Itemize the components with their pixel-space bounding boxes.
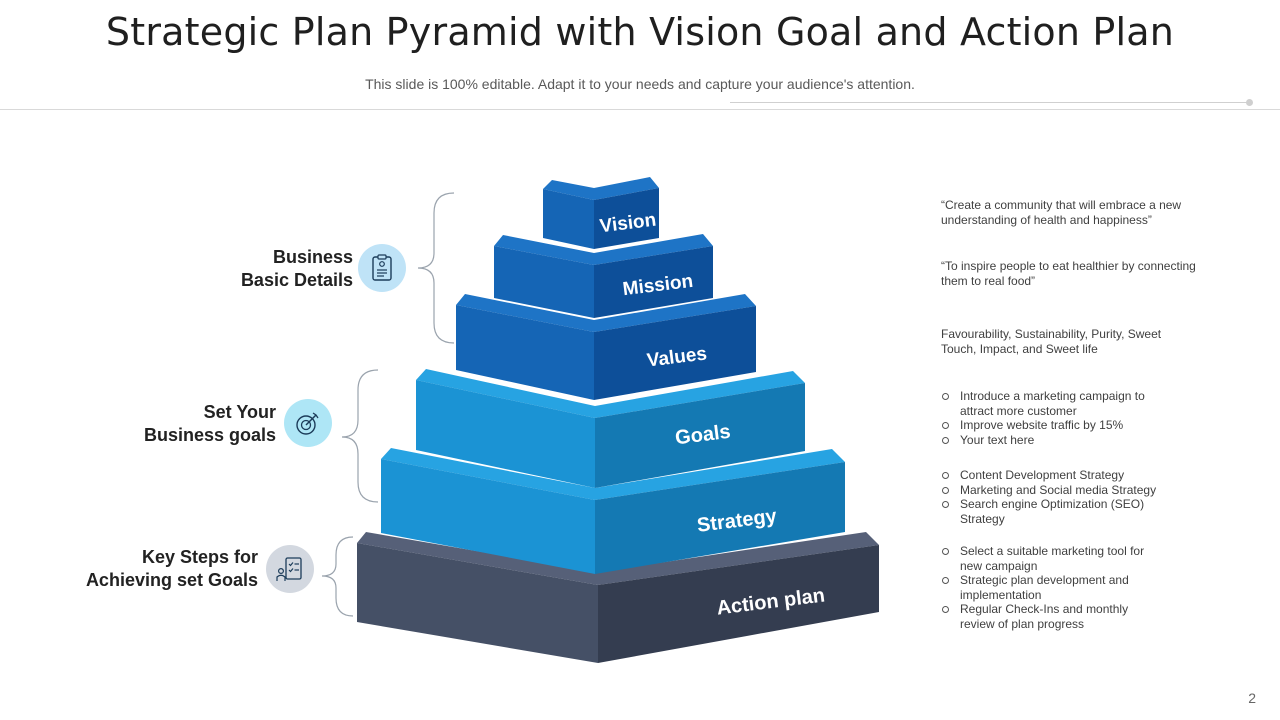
accent-dot: [1246, 99, 1253, 106]
layer-action-plan: Action plan: [357, 532, 879, 663]
group-label-line2: Business goals: [143, 425, 276, 445]
layer-mission-front: [494, 246, 594, 318]
target-dart-icon: [284, 399, 332, 447]
group-label-line1: Set Your: [203, 402, 276, 422]
layer-values: Values: [456, 294, 756, 400]
list-item: Improve website traffic by 15%: [941, 418, 1211, 433]
group-label-line2: Basic Details: [240, 270, 353, 290]
layer-goals-side: [595, 383, 805, 488]
description-line: Favourability, Sustainability, Purity, S…: [941, 327, 1162, 341]
description-line: them to real food”: [941, 273, 1036, 288]
layer-strategy-side: [595, 462, 845, 574]
brace-business-details: [417, 192, 455, 344]
list-item: Marketing and Social media Strategy: [941, 483, 1211, 498]
layer-goals: Goals: [416, 369, 805, 488]
list-item: Content Development Strategy: [941, 468, 1211, 483]
description-line: “Create a community that will embrace a …: [941, 198, 1182, 212]
bullet-list-strategy: Content Development Strategy Marketing a…: [941, 468, 1211, 526]
description-line: “To inspire people to eat healthier by c…: [941, 259, 1196, 273]
clipboard-icon: [358, 244, 406, 292]
group-label-line2: Achieving set Goals: [85, 570, 258, 590]
slide-title: Strategic Plan Pyramid with Vision Goal …: [105, 10, 1175, 54]
list-item: Your text here: [941, 433, 1211, 448]
description-line: understanding of health and happiness”: [941, 212, 1152, 227]
layer-action-plan-top: [357, 532, 879, 585]
slide-subtitle: This slide is 100% editable. Adapt it to…: [365, 76, 915, 92]
description-values: Favourability, Sustainability, Purity, S…: [941, 327, 1211, 356]
layer-strategy-top: [381, 448, 845, 500]
list-item: Search engine Optimization (SEO)Strategy: [941, 497, 1211, 526]
layer-action-plan-side: [598, 545, 879, 663]
description-vision: “Create a community that will embrace a …: [941, 198, 1211, 227]
header-divider: [0, 109, 1280, 110]
group-label-business-goals: Set Your Business goals: [76, 401, 276, 447]
description-mission: “To inspire people to eat healthier by c…: [941, 259, 1211, 288]
layer-strategy: Strategy: [381, 448, 845, 574]
layer-vision: Vision: [543, 177, 659, 249]
group-label-business-details: Business Basic Details: [150, 246, 353, 292]
description-line: Touch, Impact, and Sweet life: [941, 341, 1098, 356]
accent-line: [730, 102, 1250, 103]
layer-values-front: [456, 305, 594, 400]
layer-mission-top: [494, 234, 713, 265]
layer-vision-side: [594, 188, 659, 249]
layer-action-plan-front: [357, 543, 598, 663]
brace-key-steps: [321, 536, 354, 617]
layer-strategy-front: [381, 459, 595, 574]
checklist-person-icon: [266, 545, 314, 593]
group-label-line1: Key Steps for: [141, 547, 258, 567]
description-strategy: Content Development Strategy Marketing a…: [941, 468, 1211, 526]
layer-goals-front: [416, 380, 595, 488]
layer-values-side: [594, 306, 756, 400]
page-number: 2: [1248, 690, 1256, 706]
layer-mission-side: [594, 246, 713, 318]
group-label-line1: Business: [272, 247, 353, 267]
group-label-key-steps: Key Steps for Achieving set Goals: [40, 546, 258, 592]
layer-vision-top: [543, 177, 659, 200]
layer-goals-top: [416, 369, 805, 418]
layer-values-top: [456, 294, 756, 332]
layer-mission: Mission: [494, 234, 713, 318]
layer-vision-front: [543, 189, 594, 249]
brace-business-goals: [341, 369, 379, 503]
